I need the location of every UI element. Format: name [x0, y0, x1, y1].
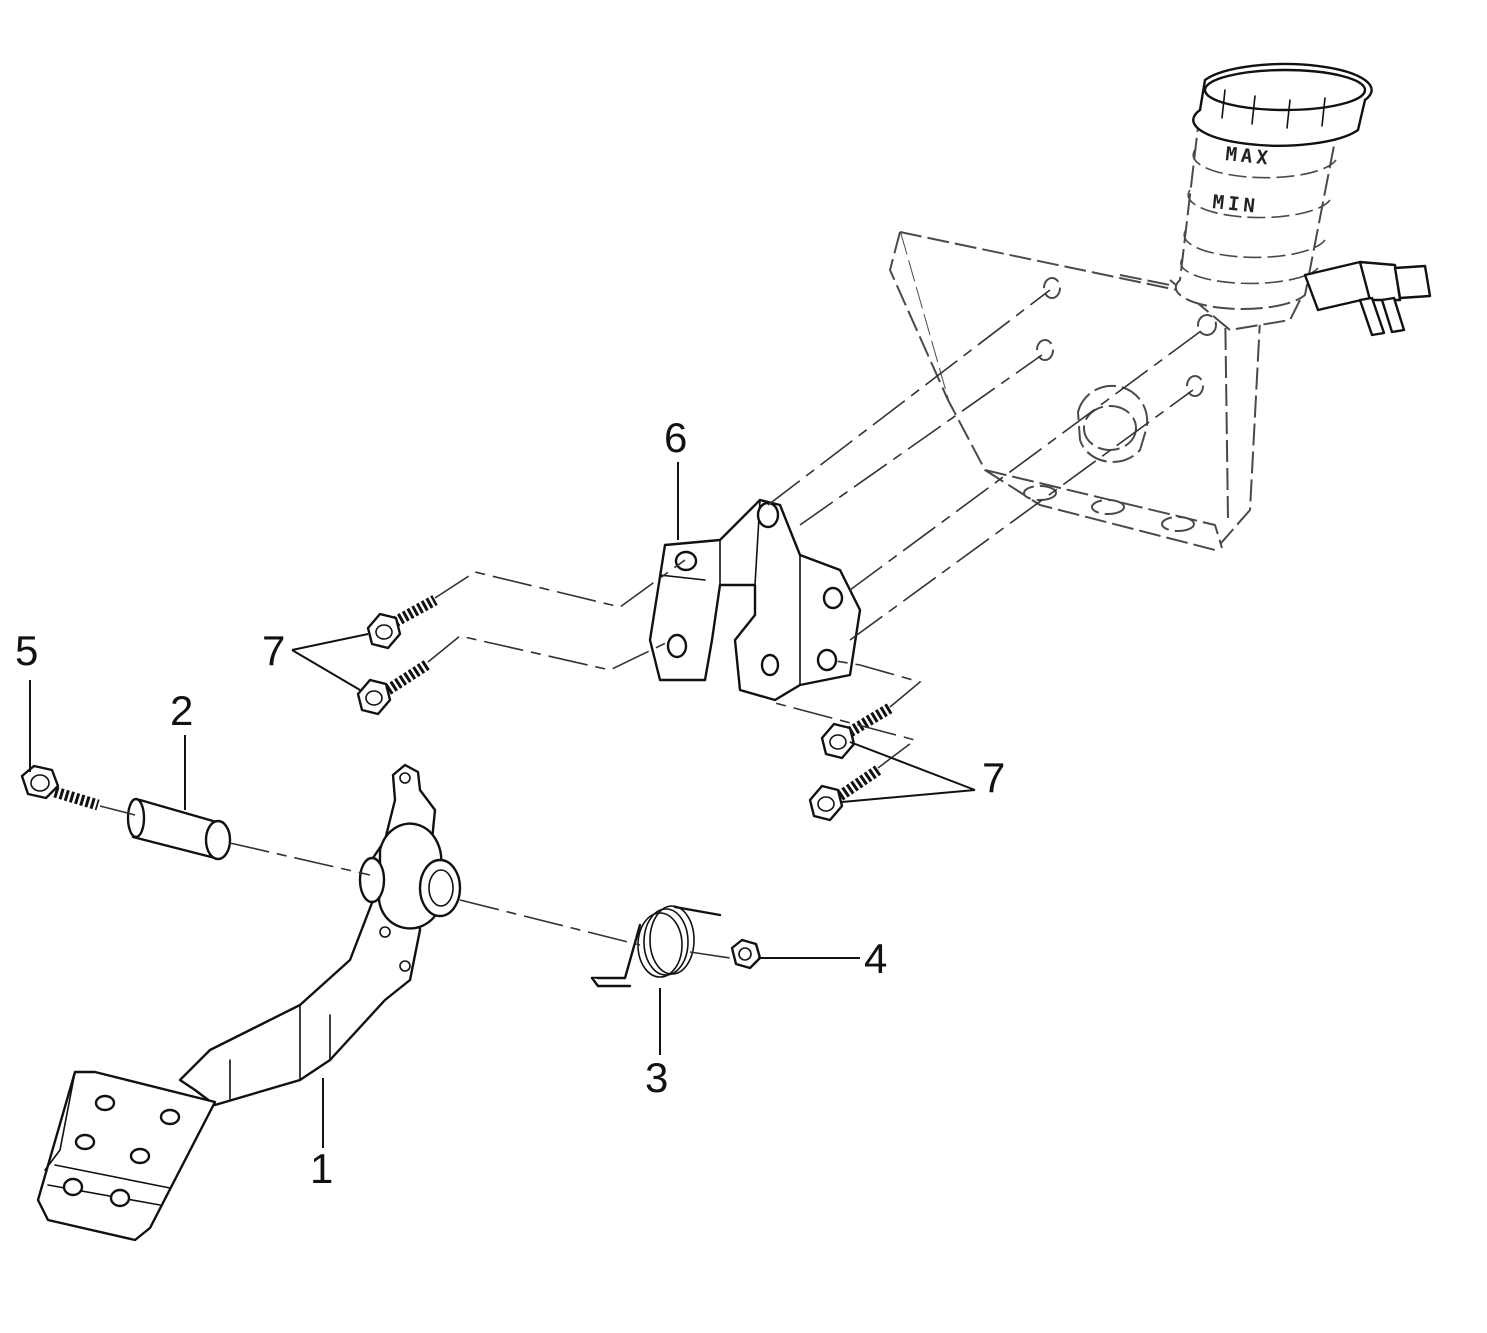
reservoir-hose-fitting — [1303, 260, 1432, 337]
mounting-bracket-ghost — [889, 231, 1261, 551]
callout-1: 1 — [310, 1145, 333, 1192]
callout-4: 4 — [864, 935, 887, 982]
callout-7-right: 7 — [982, 754, 1005, 801]
callout-6: 6 — [664, 414, 687, 461]
min-label: MIN — [1211, 191, 1259, 218]
bushing — [126, 797, 232, 861]
flange-nut — [730, 938, 762, 970]
pedal-foot-plate — [36, 1070, 217, 1242]
bolt-7-upper-left — [366, 595, 438, 650]
assembly-center-lines — [99, 289, 1206, 959]
brake-fluid-reservoir: MAX MIN — [1174, 62, 1373, 311]
pivot-bolt — [20, 764, 100, 811]
max-label: MAX — [1224, 143, 1272, 170]
callout-numbers: 1 2 3 4 5 6 7 7 — [15, 414, 1005, 1192]
callout-leaders — [29, 462, 976, 1148]
bolt-7-lower-right — [808, 765, 882, 822]
brake-pedal — [178, 763, 462, 1107]
bolt-7-upper-right — [820, 703, 893, 760]
callout-2: 2 — [170, 687, 193, 734]
callout-3: 3 — [645, 1054, 668, 1101]
bolt-7-lower-left — [356, 659, 431, 716]
pedal-bracket — [648, 498, 862, 702]
callout-5: 5 — [15, 627, 38, 674]
return-spring — [590, 905, 722, 988]
callout-7-left: 7 — [262, 627, 285, 674]
